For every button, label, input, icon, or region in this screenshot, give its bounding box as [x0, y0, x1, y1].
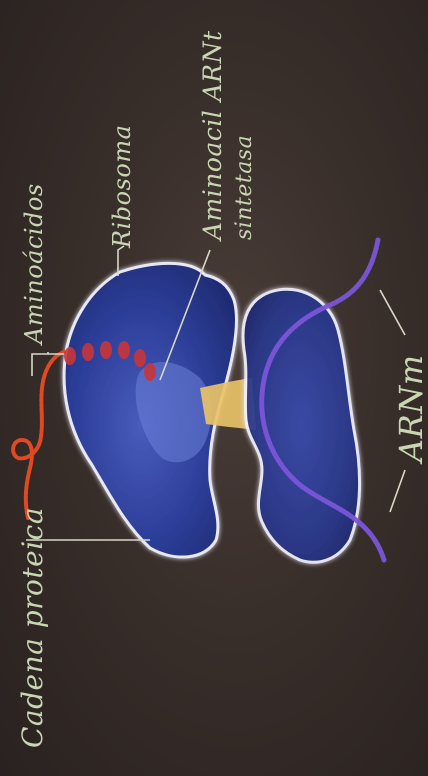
- label-cadena-proteica: Cadena proteica: [16, 507, 49, 748]
- label-sintetasa-line1: Aminoacil ARNt: [198, 30, 227, 240]
- label-aminoacidos: Aminoácidos: [20, 183, 48, 344]
- amino-acid-bead: [100, 341, 112, 359]
- amino-acid-bead: [118, 341, 130, 359]
- label-arnm: ARNm: [392, 354, 428, 462]
- arnm-leader-bottom: [390, 470, 405, 512]
- label-ribosoma: Ribosoma: [108, 125, 136, 248]
- amino-acid-bead: [64, 347, 76, 365]
- amino-acid-bead: [134, 349, 146, 367]
- amino-acid-bead: [144, 363, 156, 381]
- protein-chain: [13, 352, 64, 518]
- arnm-leader-top: [380, 290, 405, 335]
- amino-acid-bead: [82, 343, 94, 361]
- ribosome-small-subunit: [243, 289, 360, 562]
- label-sintetasa-line2: sintetasa: [232, 135, 257, 240]
